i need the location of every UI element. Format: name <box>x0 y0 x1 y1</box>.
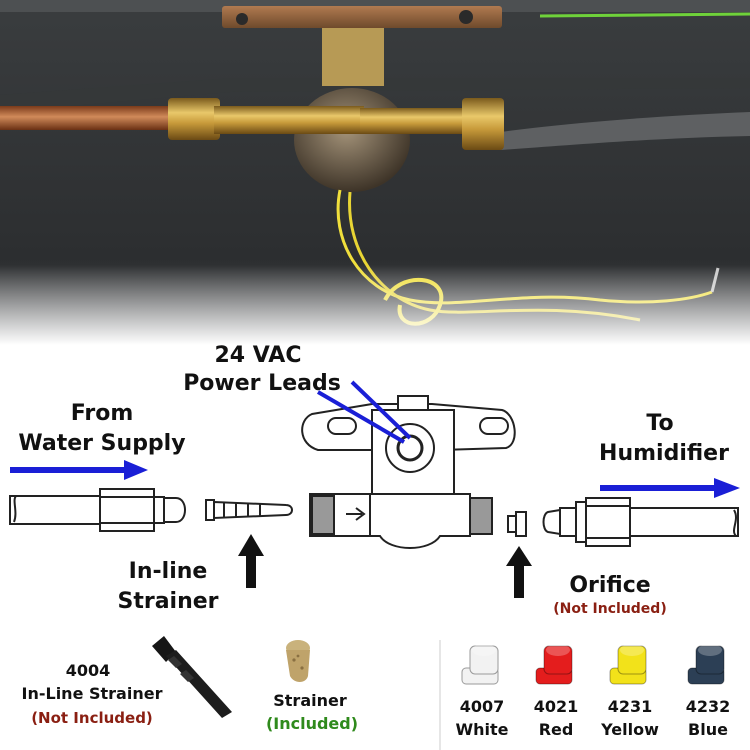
solenoid-valve-drawing <box>301 395 516 549</box>
orifice-part-name: Blue <box>688 720 728 739</box>
power-leads-label-line1: 24 VAC <box>215 343 302 368</box>
orifice-part-name: Yellow <box>600 720 659 739</box>
line-diagram <box>9 395 739 549</box>
strainer-label: Strainer <box>117 589 218 614</box>
orifice-part-number: 4231 <box>608 697 653 716</box>
orifice-not-included-note: (Not Included) <box>553 601 666 617</box>
strainer-part-note: (Included) <box>266 714 358 733</box>
strainer-part-name: Strainer <box>273 691 347 710</box>
orifice-part-name: White <box>455 720 508 739</box>
inline-strainer-part-name: In-Line Strainer <box>22 684 163 703</box>
humidifier-label: Humidifier <box>599 441 729 466</box>
supply-tube-drawing <box>9 488 186 532</box>
humidifier-tube-drawing <box>542 497 739 547</box>
water-supply-label: Water Supply <box>18 431 185 456</box>
inline-strainer-part-note: (Not Included) <box>31 709 153 727</box>
flow-arrow-out <box>600 478 740 498</box>
orifice-part-number: 4021 <box>534 697 579 716</box>
orifice-part-number: 4232 <box>686 697 731 716</box>
inline-label: In-line <box>129 559 208 584</box>
inline-strainer-drawing <box>205 499 293 521</box>
orifice-part-name: Red <box>539 720 574 739</box>
strainer-pointer-arrow <box>238 534 264 588</box>
orifice-label: Orifice <box>569 573 650 598</box>
orifice-drawing <box>507 511 527 537</box>
photo-of-installed-valve <box>0 0 750 345</box>
flow-arrow-in <box>10 460 148 480</box>
power-leads-pointer <box>316 380 412 444</box>
inline-strainer-part-image <box>152 636 232 718</box>
from-label: From <box>71 401 134 426</box>
included-strainer-part-image <box>286 640 310 682</box>
power-leads-label-line2: Power Leads <box>183 371 341 396</box>
orifice-part-number: 4007 <box>460 697 505 716</box>
inline-strainer-part-number: 4004 <box>66 661 111 680</box>
orifice-pointer-arrow <box>506 546 532 598</box>
to-label: To <box>646 411 673 436</box>
